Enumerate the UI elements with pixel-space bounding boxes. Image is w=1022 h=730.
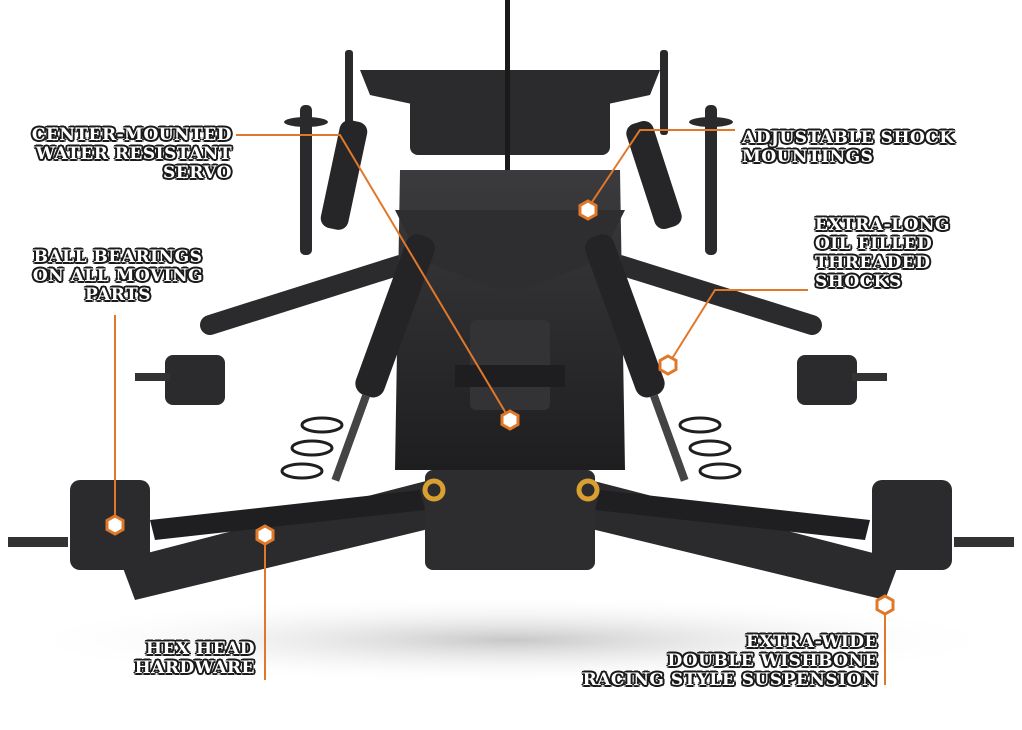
rear-arms	[200, 255, 822, 335]
front-shock-tower	[395, 210, 625, 290]
callout-hex: HEX HEAD HARDWARE	[135, 640, 255, 678]
rear-shocks	[320, 120, 682, 230]
hex-marker-shock-mount	[578, 199, 598, 221]
front-wishbones	[120, 480, 900, 600]
callout-shocks: EXTRA-LONG OIL FILLED THREADED SHOCKS	[815, 216, 950, 292]
callout-shocks-line-2: OIL FILLED	[815, 234, 933, 254]
callout-suspension-line-3: RACING STYLE SUSPENSION	[582, 670, 878, 690]
hex-markers	[105, 199, 895, 616]
callout-hex-line-1: HEX HEAD	[145, 639, 255, 659]
hex-marker-suspension	[875, 594, 895, 616]
callout-bearings-line-3: PARTS	[85, 285, 151, 305]
callout-bearings-line-2: ON ALL MOVING	[32, 266, 204, 286]
hex-marker-shocks	[658, 354, 678, 376]
leader-lines	[114, 129, 886, 685]
hex-marker-hex-hardware	[255, 524, 275, 546]
callout-suspension-line-1: EXTRA-WIDE	[746, 632, 878, 652]
callout-bearings: BALL BEARINGS ON ALL MOVING PARTS	[18, 248, 218, 305]
callout-bearings-line-1: BALL BEARINGS	[33, 247, 203, 267]
callout-suspension-line-2: DOUBLE WISHBONE	[667, 651, 878, 671]
callout-servo-line-1: CENTER-MOUNTED	[31, 125, 232, 145]
hex-marker-bearings	[105, 514, 125, 536]
callout-suspension: EXTRA-WIDE DOUBLE WISHBONE RACING STYLE …	[583, 633, 878, 690]
body-posts	[284, 50, 733, 255]
callout-shock-mount-line-2: MOUNTINGS	[742, 147, 874, 167]
callout-shocks-line-1: EXTRA-LONG	[815, 215, 950, 235]
callout-shocks-line-3: THREADED	[815, 253, 931, 273]
callout-shock-mount-line-1: ADJUSTABLE SHOCK	[742, 128, 955, 148]
callout-servo-line-2: WATER RESISTANT	[35, 144, 232, 164]
ground-shadow	[11, 595, 1011, 685]
callout-shock-mount: ADJUSTABLE SHOCK MOUNTINGS	[742, 129, 955, 167]
antenna	[505, 0, 510, 180]
battery-strap	[455, 365, 565, 387]
callout-servo-line-3: SERVO	[163, 163, 232, 183]
brass-bushings	[422, 478, 600, 502]
rear-hubs	[135, 355, 887, 405]
callout-servo: CENTER-MOUNTED WATER RESISTANT SERVO	[32, 126, 232, 183]
hex-marker-servo	[500, 409, 520, 431]
callout-hex-line-2: HARDWARE	[134, 658, 255, 678]
callout-shocks-line-4: SHOCKS	[815, 272, 902, 292]
front-shocks	[280, 234, 742, 482]
front-bumper	[425, 470, 595, 570]
